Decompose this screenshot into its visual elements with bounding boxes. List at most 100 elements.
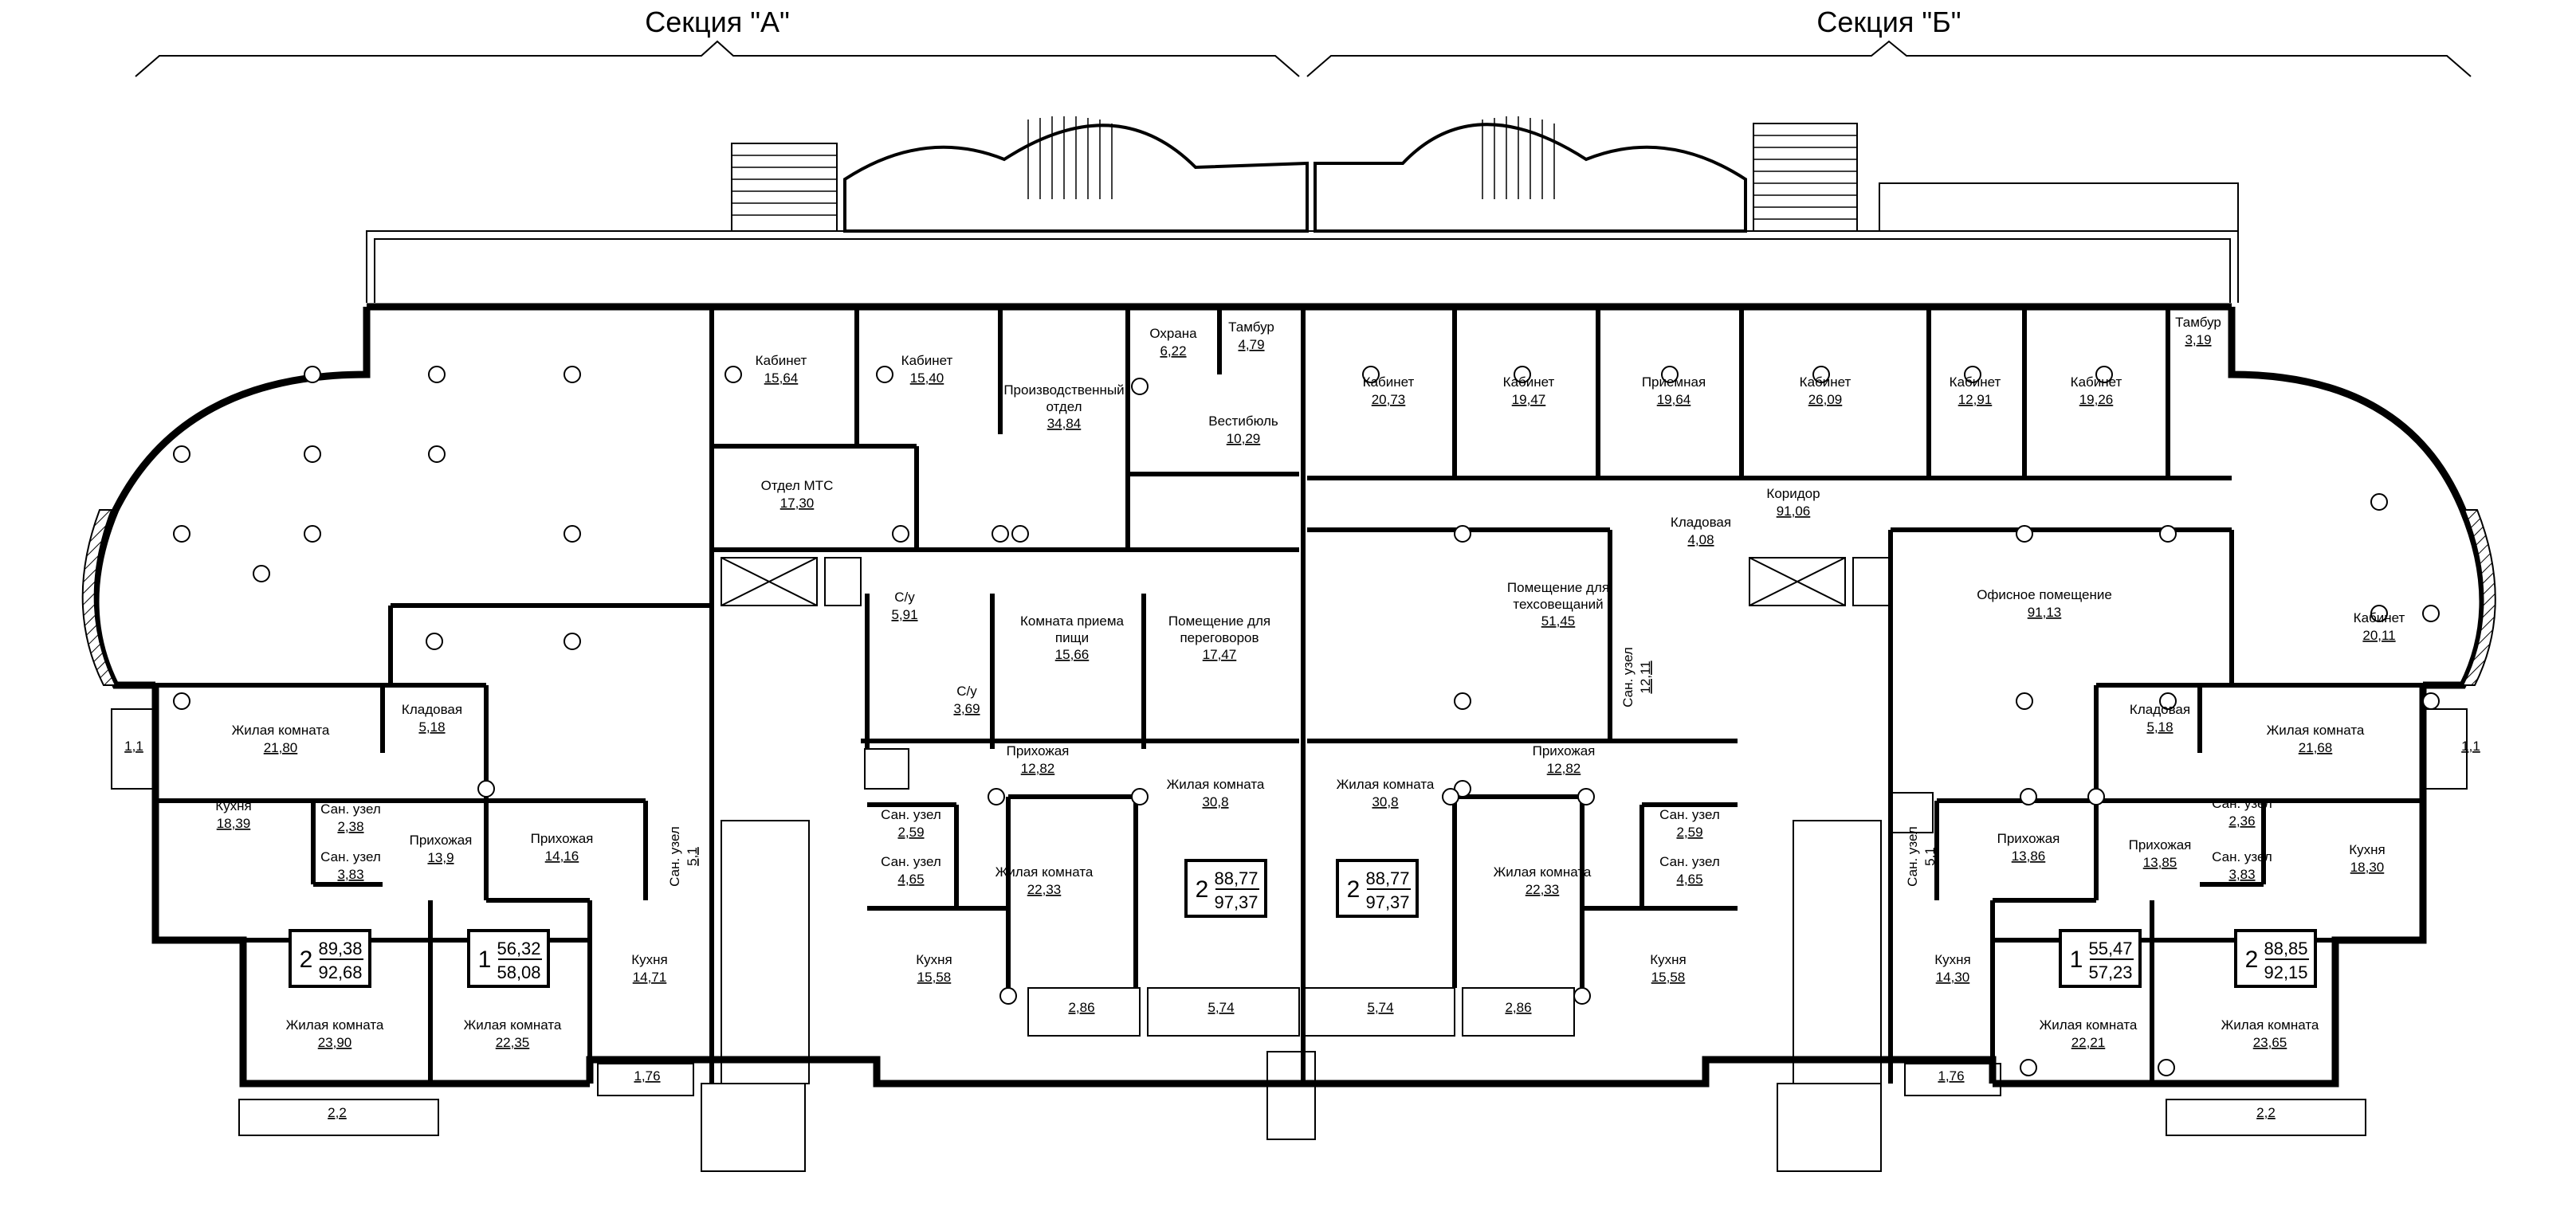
- room-area: 19,47: [1512, 392, 1546, 407]
- room-labels: Кабинет15,64Кабинет15,40Производственный…: [215, 315, 2405, 1050]
- apartment-living-area: 88,77: [1214, 868, 1258, 888]
- room-label-a-sanuz-4: Сан. узел 4,65: [881, 854, 941, 887]
- area-label-a-balc-2: 2,2: [328, 1105, 347, 1120]
- ceiling-lights: [173, 366, 2440, 1076]
- room-area: 13,86: [2012, 849, 2046, 864]
- room-area: 3,83: [337, 867, 363, 882]
- room-area: 4,65: [1676, 872, 1702, 887]
- room-name: Коридор: [1766, 486, 1820, 501]
- room-area: 3,69: [953, 701, 980, 716]
- apartment-total-area: 97,37: [1214, 892, 1258, 912]
- area-label-b-balc-1: 5,74: [1367, 1000, 1393, 1015]
- section-brace-b: [1306, 40, 2472, 77]
- room-name: Кабинет: [2071, 374, 2122, 390]
- room-name: Кухня: [1934, 952, 1971, 967]
- room-area: 4,79: [1238, 337, 1264, 352]
- room-area: 2,59: [897, 825, 924, 840]
- room-name: Жилая комната: [1337, 777, 1435, 792]
- apartment-room-count: 2: [1347, 876, 1361, 903]
- apartment-room-count: 2: [300, 947, 313, 973]
- room-area: 30,8: [1202, 794, 1228, 809]
- room-area: 17,30: [780, 496, 815, 511]
- room-area: 20,73: [1372, 392, 1406, 407]
- apartment-total-area: 92,15: [2264, 962, 2307, 982]
- room-area: 21,80: [264, 740, 298, 755]
- room-area: 15,66: [1055, 647, 1090, 662]
- room-label-a-su2: С/у3,69: [953, 684, 980, 716]
- room-area: 2,38: [337, 819, 363, 834]
- upper-terrace: [366, 116, 2239, 303]
- room-name: Охрана: [1149, 326, 1197, 341]
- room-name: Прихожая: [2129, 837, 2192, 853]
- room-area: 19,26: [2079, 392, 2114, 407]
- room-area: 14,71: [633, 970, 667, 985]
- room-label-a-su1: С/у5,91: [891, 590, 917, 622]
- apartment-total-area: 97,37: [1365, 892, 1409, 912]
- room-name: Жилая комната: [1494, 864, 1592, 880]
- room-area: 26,09: [1808, 392, 1843, 407]
- room-name: Кабинет: [756, 353, 807, 368]
- room-name: Жилая комната: [2267, 723, 2365, 738]
- room-area: 23,90: [318, 1035, 352, 1050]
- room-name: Кухня: [215, 798, 252, 813]
- room-label-b-kab-5: Кабинет 19,26: [2071, 374, 2122, 407]
- room-label-a-sanuz-1: Сан. узел 2,38: [320, 802, 381, 834]
- section-headers: Секция "А" Секция "Б": [135, 6, 2472, 77]
- room-area: 2,59: [1676, 825, 1702, 840]
- room-area: 18,39: [217, 816, 251, 831]
- room-area: 5,18: [418, 719, 445, 735]
- section-brace-a: [135, 40, 1300, 77]
- room-label-a-sanuz-3: Сан. узел 2,59: [881, 807, 941, 840]
- room-area: 5,91: [891, 607, 917, 622]
- room-area: 5,1: [1922, 847, 1938, 866]
- room-name: Кладовая: [1671, 515, 1731, 530]
- room-name: Сан. узел: [320, 802, 381, 817]
- room-name: Жилая комната: [2221, 1017, 2319, 1033]
- room-name: Прихожая: [410, 833, 473, 848]
- room-area: 22,35: [496, 1035, 530, 1050]
- area-label-b-balc-5: 1,1: [2461, 739, 2480, 754]
- room-area: 3,83: [2228, 867, 2255, 882]
- room-area: 4,65: [897, 872, 924, 887]
- room-area: 91,13: [2028, 605, 2062, 620]
- room-name: Сан. узел: [881, 807, 941, 822]
- room-name: Сан. узел: [881, 854, 941, 869]
- apartment-room-count: 1: [2070, 947, 2083, 973]
- room-area: 12,82: [1547, 761, 1581, 776]
- area-label-a-balc-3: 1,76: [634, 1068, 660, 1084]
